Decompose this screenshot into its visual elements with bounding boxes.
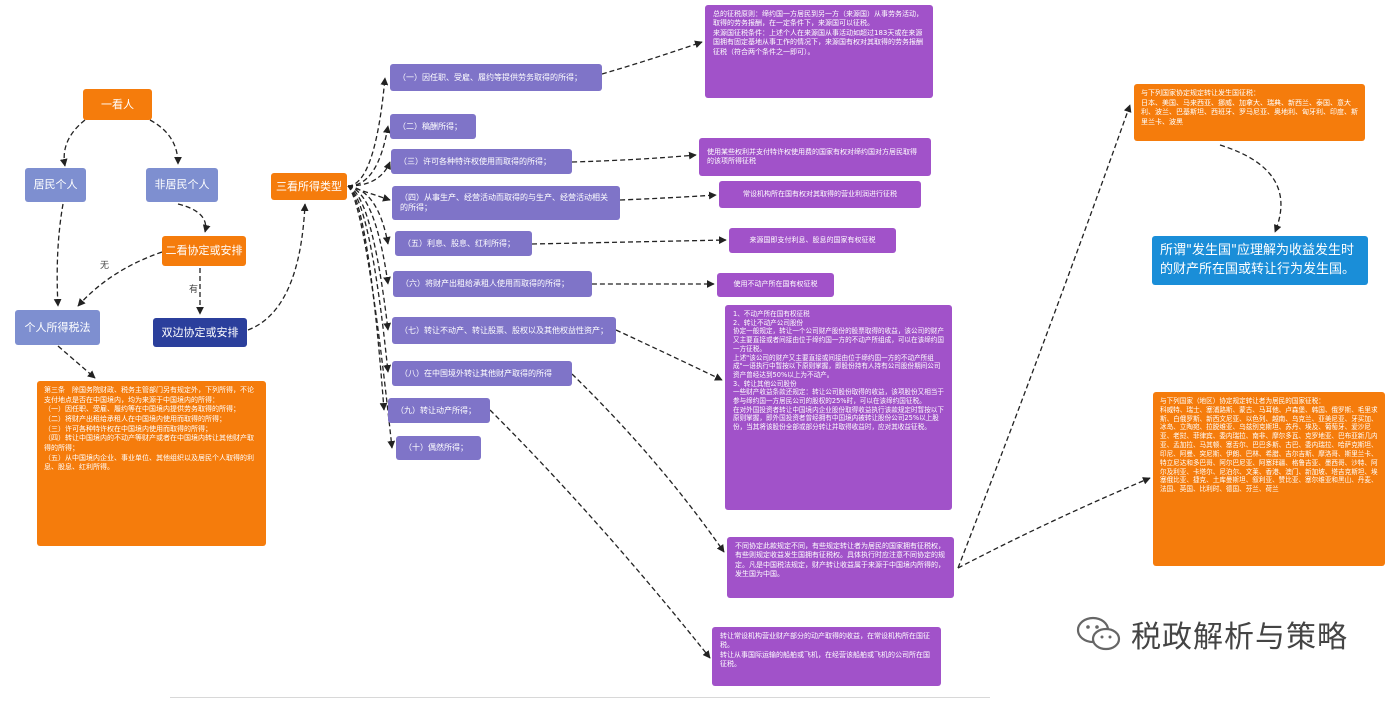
arrow-cat9-note	[489, 409, 711, 659]
note-other-transfer-rule: 不同协定此款规定不同，有些规定转让者为居民的国家拥有征税权，有些则规定收益发生国…	[727, 537, 954, 598]
arrow-second-no	[77, 251, 163, 307]
note-article-3: 第三条 除国务院财政、税务主管部门另有规定外，下列所得，不论支付地点是否在中国境…	[37, 381, 266, 546]
node-resident: 居民个人	[25, 168, 86, 202]
category-5-interest: （五）利息、股息、红利所得；	[395, 231, 532, 256]
arrow-cat4-note	[619, 191, 717, 201]
arrow-to-cat5	[347, 185, 391, 245]
note-countries-occurrence-state: 与下列国家协定规定转让发生国征税： 日本、美国、马来西亚、挪威、加拿大、瑞典、新…	[1134, 84, 1365, 141]
note-labor-rule: 总的征税原则：缔约国一方居民到另一方（来源国）从事劳务活动，取得的劳务报酬，在一…	[705, 5, 933, 98]
arrow-to-cat6	[347, 185, 391, 285]
note-business-rule: 常设机构所在国有权对其取得的营业利润进行征税	[719, 181, 921, 208]
arrow-taxlaw-article3	[57, 345, 96, 379]
note-movable-rule: 转让常设机构营业财产部分的动产取得的收益，在常设机构所在国征税。 转让从事国际运…	[712, 627, 941, 686]
watermark-text: 税政解析与策略	[1131, 620, 1348, 655]
arrow-to-cat7	[347, 185, 392, 331]
node-bilateral-agreement: 双边协定或安排	[153, 318, 247, 347]
arrow-first-resident	[59, 119, 86, 167]
arrow-cat8-note	[571, 373, 725, 553]
category-2-royalty-writing: （二）稿酬所得；	[390, 114, 476, 139]
arrow-to-cat1	[347, 77, 389, 187]
category-6-rent: （六）将财产出租给承租人使用而取得的所得；	[393, 271, 592, 297]
wechat-icon	[1076, 616, 1121, 651]
arrow-to-cat10	[347, 185, 396, 449]
note-interest-rule: 来源国即支付利息、股息的国家有权征税	[729, 228, 896, 253]
arrow-cat3-note	[571, 151, 697, 163]
category-1-labor: （一）因任职、受雇、履约等提供劳务取得的所得；	[390, 64, 602, 91]
arrow-to-cat4	[347, 185, 391, 202]
watermark: 税政解析与策略	[1075, 612, 1348, 656]
category-4-business: （四）从事生产、经营活动而取得的与生产、经营活动相关的所得；	[392, 186, 620, 220]
node-iit-law: 个人所得税法	[15, 310, 100, 345]
note-rent-rule: 使用不动产所在国有权征税	[717, 273, 834, 297]
arrow-cat5-note	[531, 236, 727, 245]
arrow-countries-a-occurrence	[1219, 144, 1282, 233]
arrow-other-countries-a	[957, 104, 1132, 569]
node-look-income-type: 三看所得类型	[271, 173, 347, 200]
arrow-nonresident-second	[177, 203, 211, 233]
note-transfer-rules: 1、不动产所在国有权征税 2、转让不动产公司股份 协定一般规定，转让一个公司财产…	[725, 305, 952, 510]
arrow-to-cat8	[347, 185, 392, 373]
category-3-franchise: （三）许可各种特许权使用而取得的所得；	[391, 149, 572, 174]
node-look-treaty: 二看协定或安排	[162, 236, 246, 266]
arrow-to-cat3	[347, 161, 391, 187]
arrow-cat1-note	[601, 40, 703, 75]
arrow-to-cat2	[347, 125, 391, 187]
note-countries-residence-state: 与下列国家（地区）协定规定转让者为居民的国家征税： 科威特、瑞士、塞浦路斯、蒙古…	[1153, 392, 1385, 566]
category-9-movable: （九）转让动产所得；	[388, 398, 490, 423]
node-look-person: 一看人	[83, 89, 152, 120]
arrow-other-countries-b	[957, 477, 1151, 569]
label-yes: 有	[189, 285, 199, 295]
arrow-resident-taxlaw	[53, 203, 64, 307]
arrow-first-nonresident	[149, 119, 182, 165]
category-10-incidental: （十）偶然所得；	[396, 436, 481, 460]
note-occurrence-definition: 所谓"发生国"应理解为收益发生时的财产所在国或转让行为发生国。	[1152, 236, 1368, 285]
bottom-divider	[170, 697, 990, 698]
node-nonresident: 非居民个人	[146, 168, 218, 202]
category-8-overseas-transfer: （八）在中国境外转让其他财产取得的所得	[392, 361, 572, 386]
category-7-transfer-property: （七）转让不动产、转让股票、股权以及其他权益性资产；	[392, 317, 616, 344]
arrow-to-cat9	[347, 185, 388, 411]
arrow-bilateral-third	[247, 203, 309, 331]
note-royalty-rule: 使用某些权利并支付特许权使用费的国家有权对缔约国对方居民取得的该项所得征税	[699, 138, 931, 176]
arrow-cat7-note	[615, 329, 723, 381]
label-no: 无	[100, 261, 110, 271]
